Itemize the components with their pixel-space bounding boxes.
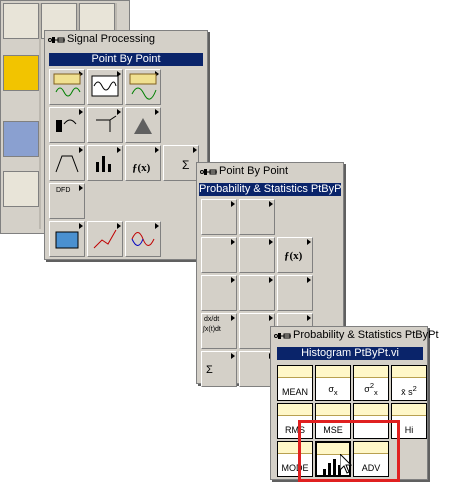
analysis-icon xyxy=(55,231,79,249)
fx-label: ƒ(x) xyxy=(132,162,151,174)
mean-std-ptbypt-button[interactable]: x̄ s2 xyxy=(391,365,427,401)
adv-label: ADV xyxy=(361,463,381,473)
sigma-squared-label: σ2x xyxy=(364,381,378,397)
pbp-filter-button[interactable] xyxy=(201,199,237,235)
pbp-math-button[interactable]: ƒ(x) xyxy=(277,237,313,273)
graph-icon xyxy=(93,229,117,249)
signal-processing-title: Signal Processing xyxy=(67,33,156,45)
mean-label: MEAN xyxy=(281,387,308,397)
prob-stats-titlebar[interactable]: Probability & Statistics PtByPt xyxy=(271,327,439,345)
pbp-siggen-button[interactable] xyxy=(201,237,237,273)
palette-icon-1[interactable] xyxy=(3,3,39,39)
hist-label: Hi xyxy=(404,425,414,435)
pbp-histogram-button[interactable] xyxy=(239,313,275,349)
sigma-label: σx xyxy=(328,384,338,397)
pbp-fitting-button[interactable] xyxy=(239,275,275,311)
adv-histogram-button[interactable]: ADV xyxy=(353,441,389,477)
selection-highlight-box xyxy=(298,420,400,482)
prob-stats-title: Probability & Statistics PtByPt xyxy=(293,329,439,341)
pbp-sum-button[interactable]: Σ xyxy=(201,351,237,387)
pbp-fx-label: ƒ(x) xyxy=(284,250,303,262)
statistics-button[interactable] xyxy=(87,145,123,181)
waveform-generation-button[interactable] xyxy=(49,69,85,105)
wave-measure-icon xyxy=(129,73,157,100)
palette-icon-5[interactable] xyxy=(3,121,39,157)
sum-label: Σ xyxy=(182,158,190,172)
dxdt-label: dx/dt xyxy=(204,316,220,323)
histogram-highlight: Histogram PtByPt.vi xyxy=(277,347,423,360)
pbp-linalg-button[interactable] xyxy=(201,275,237,311)
transforms-button[interactable] xyxy=(125,107,161,143)
pbp-conditioning-button[interactable] xyxy=(239,237,275,273)
pin-icon[interactable] xyxy=(200,167,218,177)
point-by-point-titlebar[interactable]: Point By Point xyxy=(197,163,343,181)
bars-icon xyxy=(96,156,111,172)
mean-ptbypt-button[interactable]: MEAN xyxy=(277,365,313,401)
signal-generation-button[interactable] xyxy=(49,145,85,181)
palette-icon-4[interactable] xyxy=(3,55,39,91)
wavelet-icon xyxy=(131,232,155,246)
pbp-spectral-button[interactable] xyxy=(239,199,275,235)
dfd-label: DFD xyxy=(56,187,71,194)
std-dev-ptbypt-button[interactable]: σx xyxy=(315,365,351,401)
mse-label: MSE xyxy=(323,425,343,435)
integral-label: ∫x(t)dt xyxy=(203,326,221,333)
pbp-stats-button[interactable] xyxy=(277,275,313,311)
signal-processing-palette: Signal Processing Point By Point ƒ(x) Σ … xyxy=(44,30,208,260)
prob-stats-palette: Probability & Statistics PtByPt Histogra… xyxy=(270,326,439,480)
pin-icon[interactable] xyxy=(274,331,292,341)
mathematics-button[interactable]: ƒ(x) xyxy=(125,145,161,181)
signal-processing-titlebar[interactable]: Signal Processing xyxy=(45,31,207,49)
mouse-cursor-icon xyxy=(340,454,352,474)
spectral-icon xyxy=(96,115,117,132)
signal-gen-icon xyxy=(55,155,79,173)
mode-label: MODE xyxy=(281,463,309,473)
prob-stats-highlight: Probability & Statistics PtByPt xyxy=(199,183,341,196)
pin-icon[interactable] xyxy=(48,35,66,45)
graph-button[interactable] xyxy=(87,221,123,257)
wavelet-button[interactable] xyxy=(125,221,161,257)
transform-icon xyxy=(134,118,152,134)
mode-ptbypt-button[interactable]: MODE xyxy=(277,441,313,477)
wave-condition-icon xyxy=(91,75,119,97)
point-by-point-highlight: Point By Point xyxy=(49,53,203,66)
waveform-measurement-button[interactable] xyxy=(125,69,161,105)
filter-icon xyxy=(56,119,77,132)
sum-button[interactable]: Σ xyxy=(163,145,199,181)
analysis-button[interactable] xyxy=(49,221,85,257)
point-by-point-palette: Point By Point Probability & Statistics … xyxy=(196,162,344,387)
spectral-button[interactable] xyxy=(87,107,123,143)
pbp-sum-label: Σ xyxy=(206,364,213,376)
waveform-icon xyxy=(53,73,81,97)
variance-ptbypt-button[interactable]: σ2x xyxy=(353,365,389,401)
rms-label: RMS xyxy=(285,425,305,435)
waveform-conditioning-button[interactable] xyxy=(87,69,123,105)
dfd-button[interactable]: DFD xyxy=(49,183,85,219)
palette-icon-6[interactable] xyxy=(3,171,39,207)
filters-button[interactable] xyxy=(49,107,85,143)
point-by-point-title: Point By Point xyxy=(219,165,289,177)
pbp-calculus-button[interactable]: dx/dt ∫x(t)dt xyxy=(201,313,237,349)
xbar-label: x̄ s2 xyxy=(401,384,417,397)
